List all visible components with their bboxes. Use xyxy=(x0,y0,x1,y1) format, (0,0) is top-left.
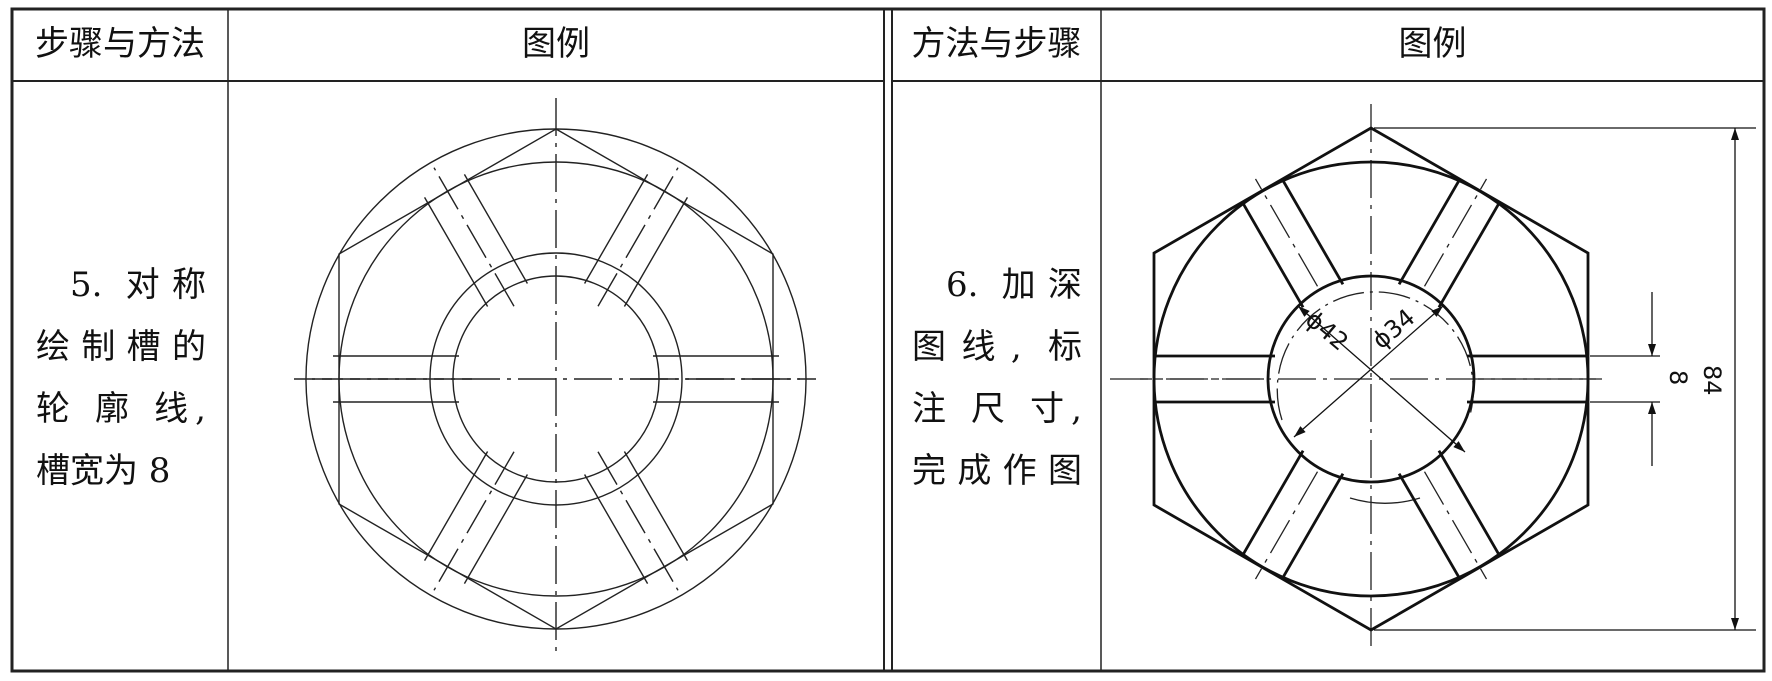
right-step-line: 完成作图 xyxy=(912,451,1082,491)
right-step-line: 图线, 标 xyxy=(912,327,1082,367)
right-figure-header: 图例 xyxy=(1398,24,1467,64)
dim-inner-diameter-label: ϕ34 xyxy=(1367,303,1421,354)
dim-slot-width-label: 8 xyxy=(1664,370,1692,385)
dim-outer-diameter-label: ϕ42 xyxy=(1300,305,1354,356)
right-method-header: 方法与步骤 xyxy=(911,24,1082,64)
right-step-text: 6. 加深 图线, 标 注 尺 寸, 完成作图 xyxy=(912,254,1082,502)
left-step-line: 槽宽为 8 xyxy=(36,451,171,491)
dim-across-corners-label: 84 xyxy=(1698,365,1726,396)
left-step-text: 5. 对称 绘制槽的 轮 廓 线, 槽宽为 8 xyxy=(36,254,206,502)
left-figure-header: 图例 xyxy=(522,24,590,64)
left-method-header: 步骤与方法 xyxy=(35,24,205,64)
left-step-line: 5. 对称 xyxy=(70,265,206,305)
left-step-line: 绘制槽的 xyxy=(36,327,206,367)
right-step-line: 注 尺 寸, xyxy=(912,389,1082,429)
right-step-line: 6. 加深 xyxy=(946,265,1082,305)
left-step-line: 轮 廓 线, xyxy=(36,389,206,429)
